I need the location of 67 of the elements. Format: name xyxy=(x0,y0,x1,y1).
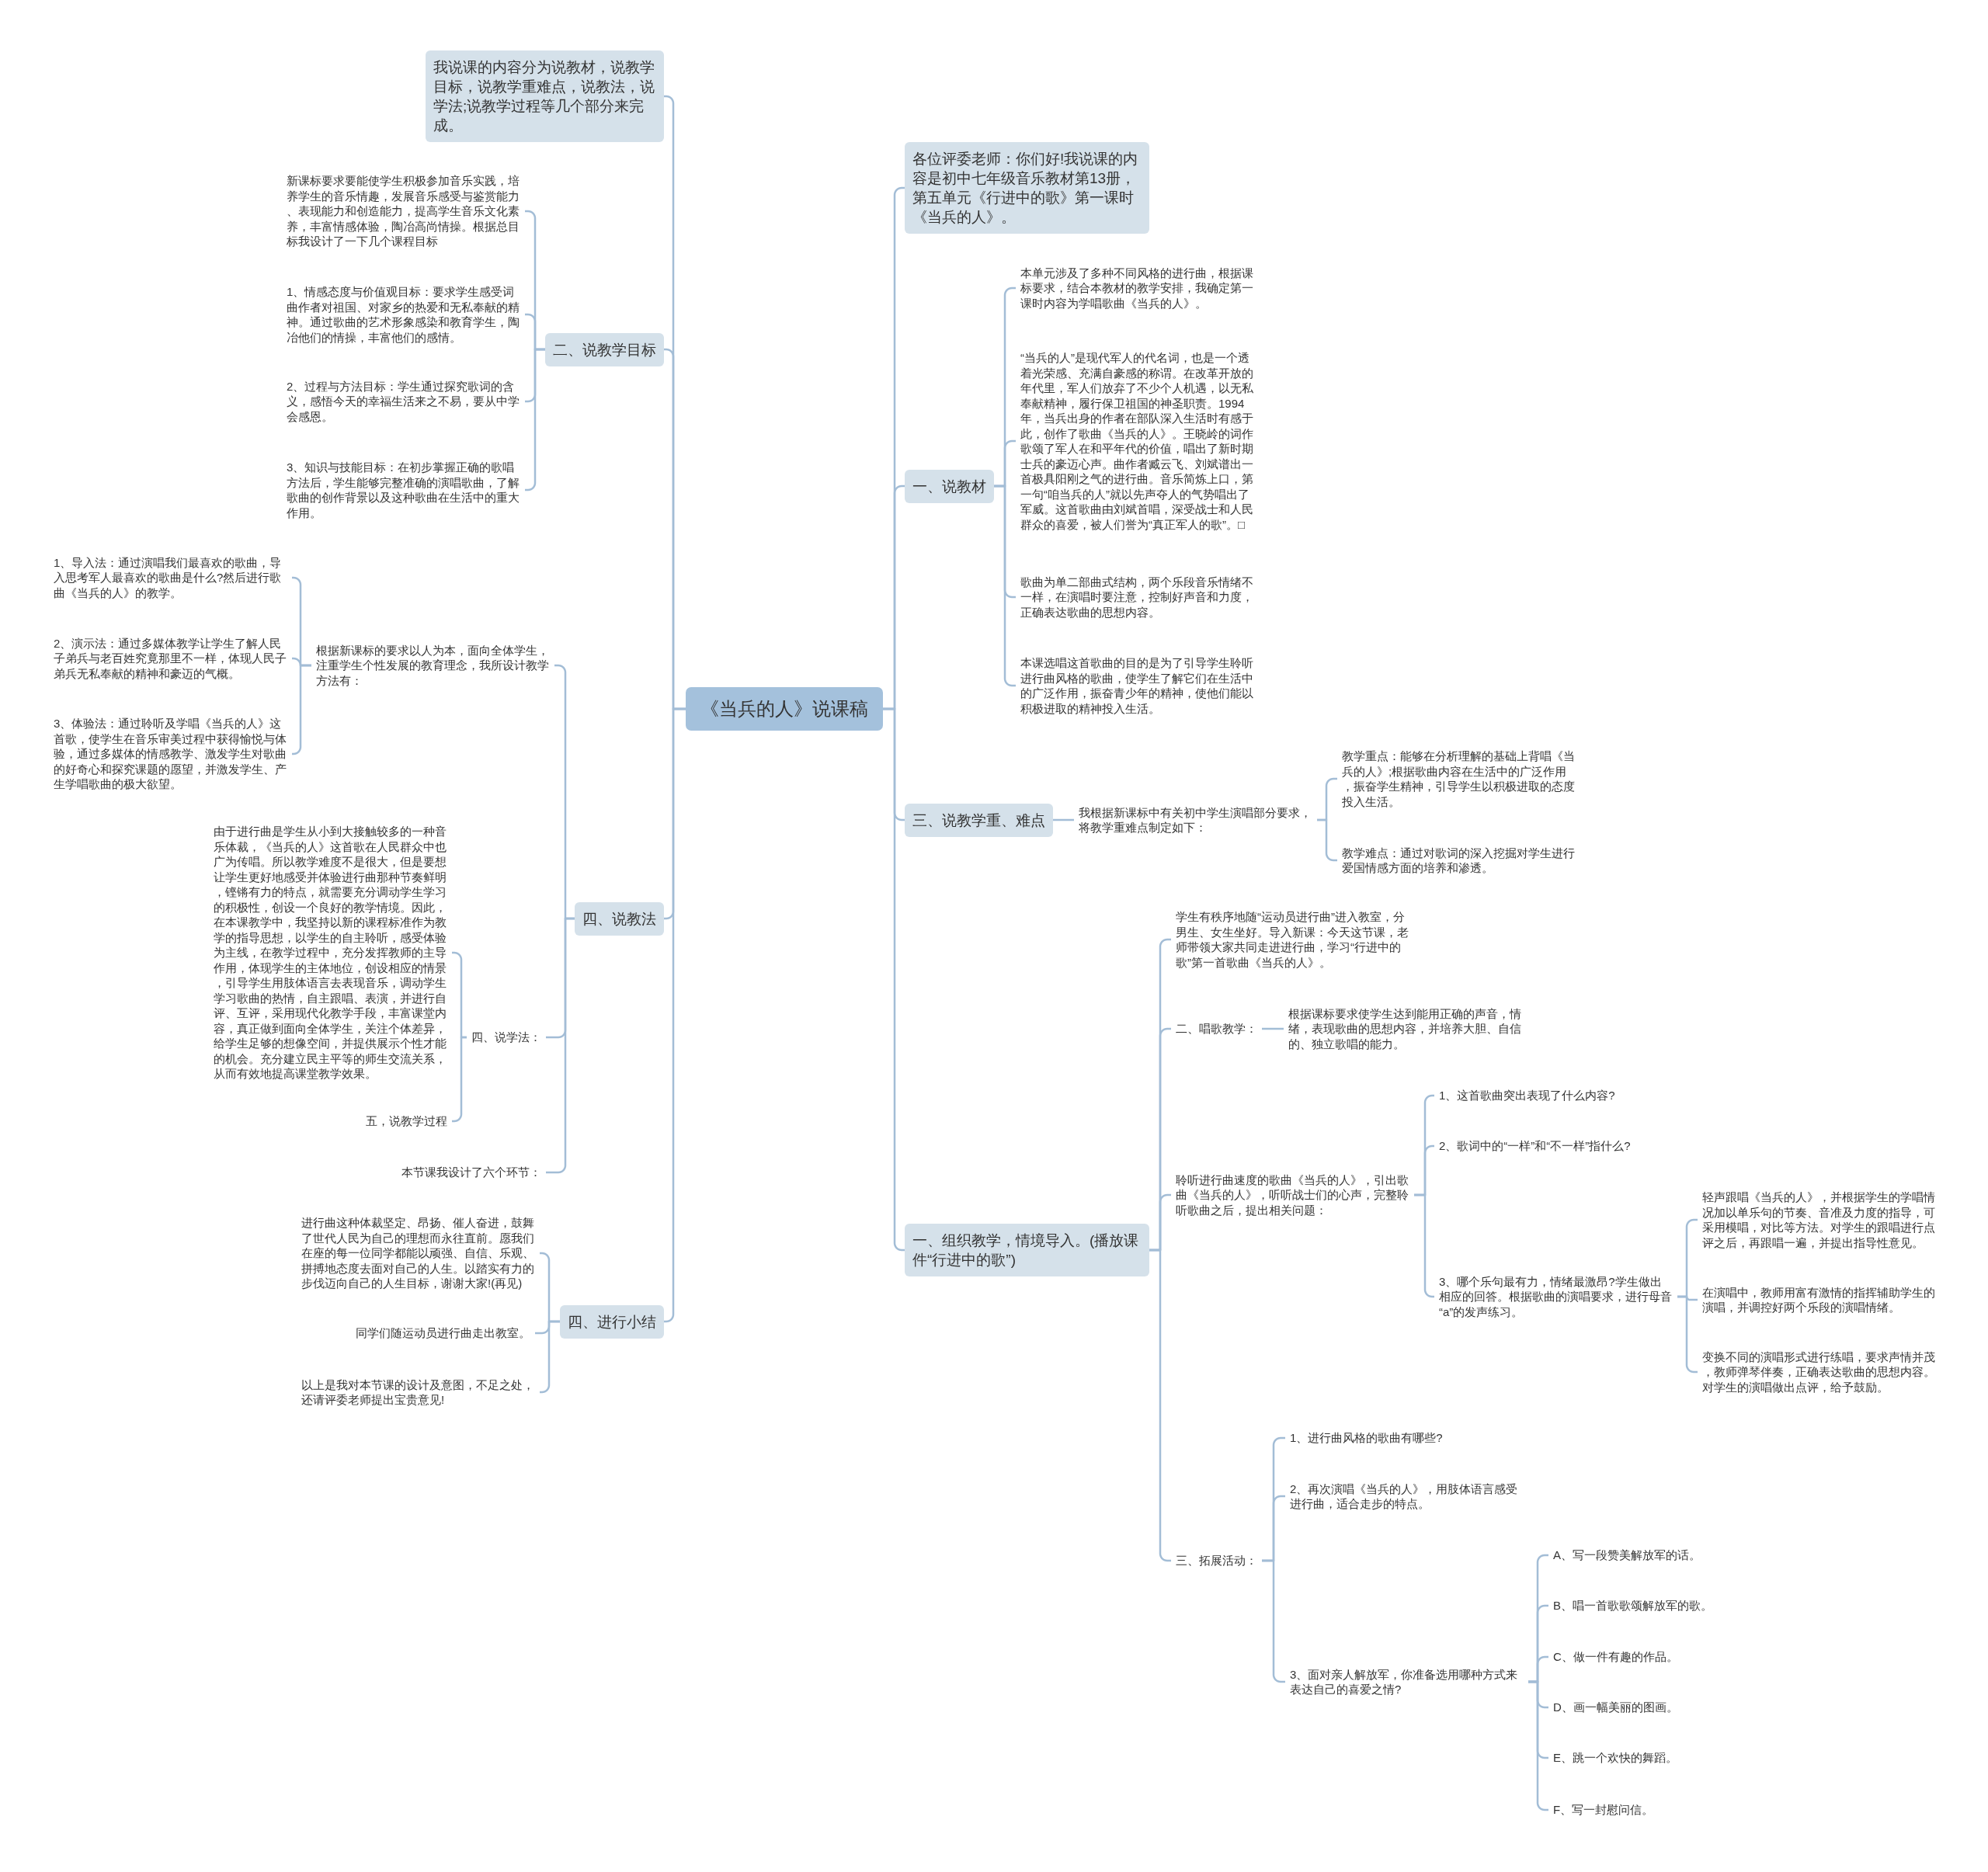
subtopic-text: 1、情感态度与价值观目标：要求学生感受词曲作者对祖国、对家乡的热爱和无私奉献的精神。通过歌曲的艺术形象感染和教育学生，陶冶他们的情操，丰富他们的感情。 xyxy=(282,283,525,346)
connector-line xyxy=(525,348,545,491)
subtopic-text: 教学重点：能够在分析理解的基础上背唱《当兵的人》;根据歌曲内容在生活中的广泛作用，振奋学生精神，引导学生以积极进取的态度投入生活。 xyxy=(1337,747,1580,811)
main-topic: 《当兵的人》说课稿 xyxy=(686,687,883,731)
connector-line xyxy=(1053,818,1074,821)
subtopic-text: 3、体验法：通过聆听及学唱《当兵的人》这首歌，使学生在音乐审美过程中获得愉悦与体验，通过多媒体的情感教学、激发学生对歌曲的好奇心和探究课题的愿望，并激发学生、产生学唱歌曲的极大欲望。 xyxy=(49,714,292,794)
branch-topic: 二、说教学目标 xyxy=(545,332,664,366)
subtopic-text: C、做一件有趣的作品。 xyxy=(1548,1648,1683,1666)
subtopic-text: F、写一封慰问信。 xyxy=(1548,1801,1659,1819)
subtopic-text: 学生有秩序地随“运动员进行曲”进入教室，分男生、女生坐好。导入新课：今天这节课，老师带领大家共同走进进行曲，学习“行进中的歌”第一首歌曲《当兵的人》。 xyxy=(1171,908,1414,971)
subtopic-text: 本节课我设计了六个环节： xyxy=(397,1163,546,1182)
subtopic-text: 新课标要求要能使学生积极参加音乐实践，培养学生的音乐情趣，发展音乐感受与鉴赏能力、表现能力和创造能力，提高学生音乐文化素养，丰富情感体验，陶冶高尚情操。根据总目标我设计了一下几个课程目标 xyxy=(282,172,525,251)
subtopic-text: 本单元涉及了多种不同风格的进行曲，根据课标要求，结合本教材的教学安排，我确定第一课时内容为学唱歌曲《当兵的人》。 xyxy=(1016,263,1259,312)
subtopic-text: B、唱一首歌歌颂解放军的歌。 xyxy=(1548,1596,1717,1615)
subtopic-text: 同学们随运动员进行曲走出教室。 xyxy=(351,1324,535,1342)
connector-line xyxy=(546,917,575,1174)
branch-topic: 四、说教法 xyxy=(575,901,664,936)
subtopic-text: “当兵的人”是现代军人的代名词，也是一个透着光荣感、充满自豪感的称谓。在改革开放的年代里，军人们放弃了不少个人机遇，以无私奉献精神，履行保卫祖国的神圣职责。1994年，当兵出身的作者在部队深入生活时有感于此，创作了歌曲《当兵的人》。王晓岭的词作歌颂了军人在和平年代的价值，唱出了新时期士兵的豪迈心声。曲作者臧云飞、刘斌谱出一首极具阳刚之气的进行曲。音乐简炼上口，第一句“咱当兵的人”就以先声夺人的气势唱出了军威。这首歌曲由刘斌首唱，深受战士和人民群众的喜爱，被人们誉为“真正军人的歌”。□ xyxy=(1016,349,1259,533)
branch-topic: 一、说教材 xyxy=(905,469,994,503)
subtopic-text: 以上是我对本节课的设计及意图，不足之处，还请评委老师提出宝贵意见! xyxy=(297,1375,540,1409)
branch-topic: 一、组织教学，情境导入。(播放课件“行进中的歌”) xyxy=(905,1224,1149,1276)
subtopic-text: 三、拓展活动： xyxy=(1171,1551,1262,1570)
subtopic-text: 轻声跟唱《当兵的人》，并根据学生的学唱情况加以单乐句的节奏、音准及力度的指导，可采用模唱，对比等方法。对学生的跟唱进行点评之后，再跟唱一遍，并提出指导性意见。 xyxy=(1698,1188,1941,1252)
connector-line xyxy=(1317,818,1337,862)
subtopic-text: 五，说教学过程 xyxy=(361,1112,452,1130)
subtopic-text: 3、知识与技能目标：在初步掌握正确的歌唱方法后，学生能够完整准确的演唱歌曲，了解歌曲的创作背景以及这种歌曲在生活中的重大作用。 xyxy=(282,458,525,522)
connector-line xyxy=(540,1320,560,1394)
subtopic-text: 四、说学法： xyxy=(467,1028,546,1047)
connector-line xyxy=(1414,1193,1434,1298)
subtopic-text: 进行曲这种体裁坚定、昂扬、催人奋进，鼓舞了世代人民为自己的理想而永往直前。愿我们在座的每一位同学都能以顽强、自信、乐观、拼搏地态度去面对自己的人生。以踏实有力的步伐迈向自己的人生目标，谢谢大家!(再见) xyxy=(297,1214,540,1293)
branch-topic: 三、说教学重、难点 xyxy=(905,803,1053,837)
subtopic-text: 1、进行曲风格的歌曲有哪些? xyxy=(1285,1429,1448,1447)
subtopic-text: A、写一段赞美解放军的话。 xyxy=(1548,1546,1705,1565)
subtopic-text: 1、这首歌曲突出表现了什么内容? xyxy=(1434,1086,1620,1105)
branch-topic: 我说课的内容分为说教材，说教学目标，说教学重难点，说教法，说学法;说教学过程等几个部分来完成。 xyxy=(426,50,664,142)
connector-line xyxy=(1262,1027,1284,1030)
subtopic-text: 根据新课标的要求以人为本，面向全体学生，注重学生个性发展的教育理念，我所设计教学方法有： xyxy=(311,641,554,689)
subtopic-text: 在演唱中，教师用富有激情的指挥辅助学生的演唱，并调控好两个乐段的演唱情绪。 xyxy=(1698,1283,1941,1317)
subtopic-text: 我根据新课标中有关初中学生演唱部分要求，将教学重难点制定如下： xyxy=(1074,803,1317,837)
subtopic-text: 二、唱歌教学： xyxy=(1171,1019,1262,1038)
branch-topic: 四、进行小结 xyxy=(560,1304,664,1339)
connector-line xyxy=(994,484,1016,687)
subtopic-text: D、画一幅美丽的图画。 xyxy=(1548,1698,1683,1717)
subtopic-text: 3、面对亲人解放军，你准备选用哪种方式来表达自己的喜爱之情? xyxy=(1285,1665,1528,1699)
connector-line xyxy=(1528,1680,1548,1811)
subtopic-text: 2、歌词中的“一样”和“不一样”指什么? xyxy=(1434,1137,1635,1155)
connector-line xyxy=(1149,1249,1171,1562)
subtopic-text: 聆听进行曲速度的歌曲《当兵的人》，引出歌曲《当兵的人》，听听战士们的心声，完整聆听歌曲之后，提出相关问题： xyxy=(1171,1170,1414,1219)
subtopic-text: E、跳一个欢快的舞蹈。 xyxy=(1548,1749,1682,1767)
connector-line xyxy=(883,707,905,1252)
connector-line xyxy=(452,1036,467,1123)
subtopic-text: 由于进行曲是学生从小到大接触较多的一种音乐体裁，《当兵的人》这首歌在人民群众中也广为传唱。所以教学难度不是很大，但是要想让学生更好地感受并体验进行曲那种节奏鲜明，铿锵有力的特点，就需要充分调动学生学习的积极性，创设一个良好的教学情境。因此，在本课教学中，我坚持以新的课程标准作为教学的指导思想，以学生的自主聆听，感受体验为主线，在教学过程中，充分发挥教师的主导作用，体现学生的主体地位，创设相应的情景，引导学生用肢体语言去表现音乐，调动学生学习歌曲的热情，自主跟唱、表演，并进行自评、互评，采用现代化教学手段，丰富课堂内容，真正做到面向全体学生，关注个体差异，给学生足够的想像空间，并提供展示个性才能的机会。充分建立民主平等的师生交流关系，从而有效地提高课堂教学效果。 xyxy=(209,822,452,1083)
subtopic-text: 歌曲为单二部曲式结构，两个乐段音乐情绪不一样，在演唱时要注意，控制好声音和力度，正确表达歌曲的思想内容。 xyxy=(1016,572,1259,621)
subtopic-text: 3、哪个乐句最有力，情绪最激昂?学生做出相应的回答。根据歌曲的演唱要求，进行母音“a”的发声练习。 xyxy=(1434,1272,1677,1321)
connector-line xyxy=(1677,1295,1698,1374)
branch-topic: 各位评委老师：你们好!我说课的内容是初中七年级音乐教材第13册，第五单元《行进中的歌》第一课时《当兵的人》。 xyxy=(905,142,1149,234)
connector-line xyxy=(291,664,311,755)
subtopic-text: 2、再次演唱《当兵的人》，用肢体语言感受进行曲，适合走步的特点。 xyxy=(1285,1479,1528,1513)
subtopic-text: 本课选唱这首歌曲的目的是为了引导学生聆听进行曲风格的歌曲，使学生了解它们在生活中的广泛作用，振奋青少年的精神，使他们能以积极进取的精神投入生活。 xyxy=(1016,654,1259,717)
subtopic-text: 根据课标要求使学生达到能用正确的声音，情绪，表现歌曲的思想内容，并培养大胆、自信的、独立歌唱的能力。 xyxy=(1284,1004,1527,1053)
subtopic-text: 2、过程与方法目标：学生通过探究歌词的含义，感悟今天的幸福生活来之不易，要从中学会感恩。 xyxy=(282,377,525,425)
subtopic-text: 教学难点：通过对歌词的深入挖掘对学生进行爱国情感方面的培养和渗透。 xyxy=(1337,843,1580,877)
subtopic-text: 2、演示法：通过多媒体教学让学生了解人民子弟兵与老百姓究竟那里不一样，体现人民子弟兵无私奉献的精神和豪迈的气概。 xyxy=(49,634,292,682)
connector-line xyxy=(1262,1559,1285,1683)
subtopic-text: 1、导入法：通过演唱我们最喜欢的歌曲，导入思考军人最喜欢的歌曲是什么?然后进行歌曲《当兵的人》的教学。 xyxy=(49,553,292,602)
subtopic-text: 变换不同的演唱形式进行练唱，要求声情并茂，教师弹琴伴奏，正确表达歌曲的思想内容。对学生的演唱做出点评，给予鼓励。 xyxy=(1698,1347,1941,1396)
connector-line xyxy=(663,707,686,1323)
